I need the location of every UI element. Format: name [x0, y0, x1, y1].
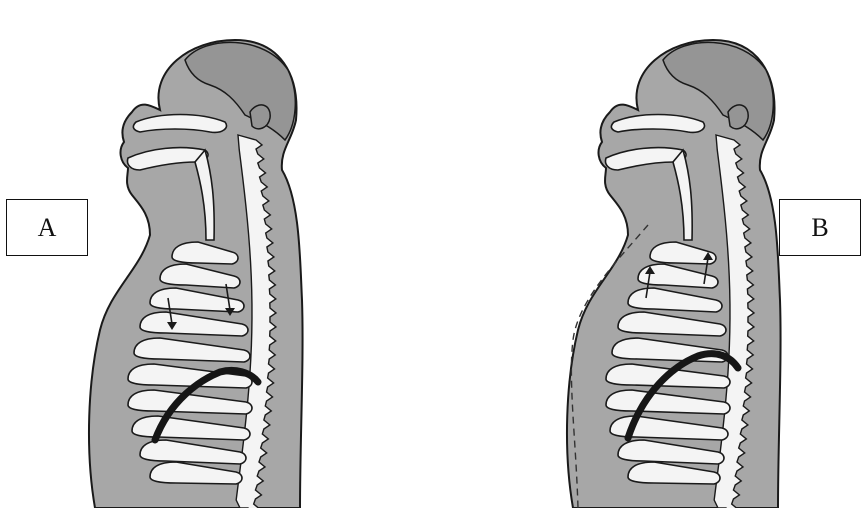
panel-label-b: B: [779, 199, 861, 256]
ear-icon: [728, 105, 748, 129]
panel-label-a: A: [6, 199, 88, 256]
ear-icon: [250, 105, 270, 129]
figure-b-exhalation: [567, 40, 781, 508]
panel-label-a-text: A: [38, 213, 57, 243]
figure-a-inhalation: [89, 40, 303, 508]
panel-label-b-text: B: [811, 213, 828, 243]
